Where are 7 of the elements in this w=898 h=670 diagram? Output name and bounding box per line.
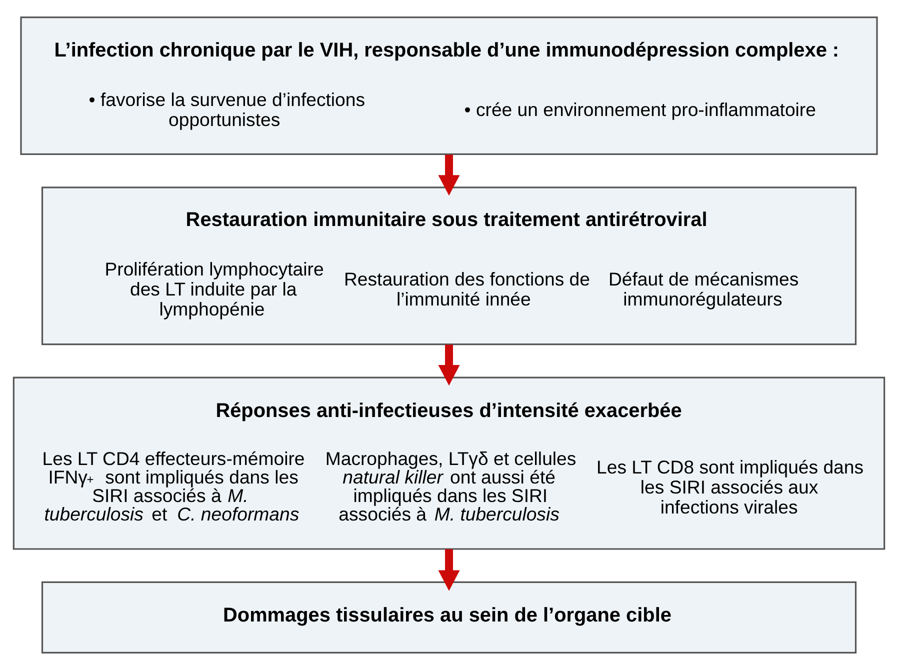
node-box: L’infection chronique par le VIH, responsable d’une immunodépression complexe : • favorise la survenue d’infections opportunistes • crée un environnement pro-inflammatoire <box>20 16 878 156</box>
node-box: Réponses anti-infectieuses d’intensité exacerbée Les LT CD4 effecteurs-mémoire IFNγ+ sont impliqués dans les SIRI associés à M. tuberculosis et C. neoformans Macrophages, LTγδ et cellules natural killer ont aussi été impliqués dans les SIRI associés à M. tuberculosis Les LT CD8 sont impliqués dans les SIRI associés aux infections virales <box>12 376 886 550</box>
arrow <box>438 344 460 386</box>
arrow <box>438 549 460 591</box>
arrow <box>438 154 460 196</box>
node-box: Dommages tissulaires au sein de l’organe cible <box>41 581 857 654</box>
node-box: Restauration immunitaire sous traitement antirétroviral Prolifération lymphocytaire des LT induite par la lymphopénie Restauration des fonctions de l’immunité innée Défaut de mécanismes immunorégulateurs <box>41 186 857 346</box>
